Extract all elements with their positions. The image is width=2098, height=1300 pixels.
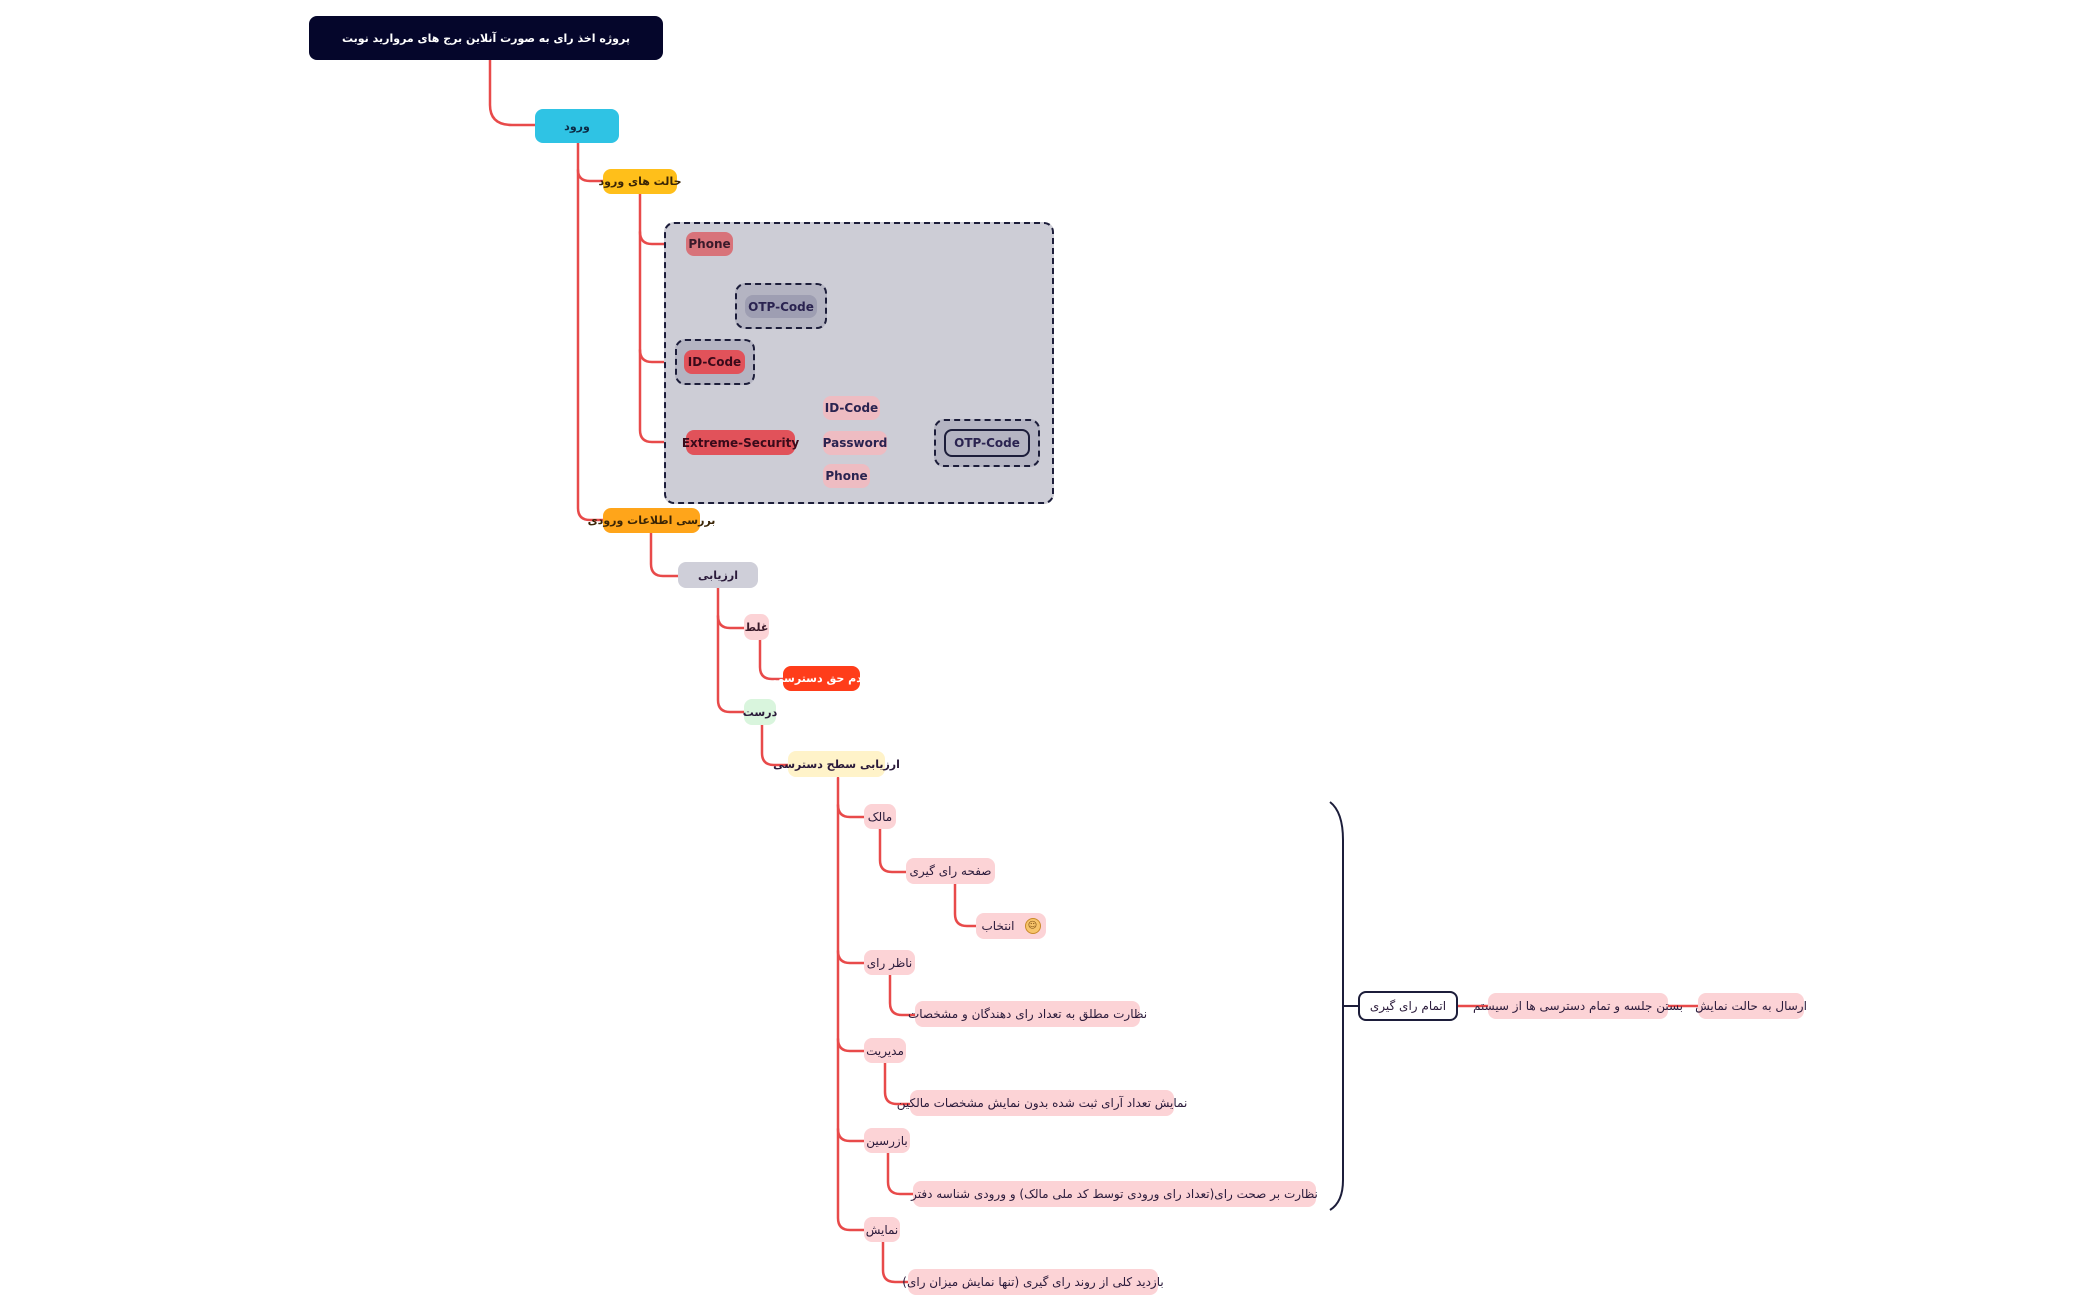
otp-code-node[interactable]: OTP-Code <box>745 295 817 318</box>
es-id-code-node[interactable]: ID-Code <box>823 396 880 420</box>
display-detail-node[interactable]: بازدید کلی از روند رای گیری (تنها نمایش … <box>902 1269 1164 1295</box>
es-otp-code-node[interactable]: OTP-Code <box>944 429 1030 457</box>
choose-node[interactable]: انتخاب ☺ <box>976 913 1046 939</box>
connector-modes-trunk <box>638 192 688 444</box>
inspector-node[interactable]: بازرسین <box>864 1128 910 1153</box>
connector-inspector-detail <box>886 1151 915 1196</box>
end-voting-node[interactable]: اتمام رای گیری <box>1358 991 1458 1021</box>
vote-page-node[interactable]: صفحه رای گیری <box>906 858 995 884</box>
es-password-node[interactable]: Password <box>823 431 887 455</box>
phone-node[interactable]: Phone <box>686 232 733 256</box>
connector-check-eval <box>649 531 680 578</box>
display-node[interactable]: نمایش <box>864 1217 900 1242</box>
connector-lines <box>488 58 1700 1284</box>
connector-idcode <box>638 348 679 364</box>
connector-eval-trunk <box>716 586 746 714</box>
connector-access-trunk <box>836 776 866 1232</box>
connector-login-modes <box>576 168 605 183</box>
check-login-info-node[interactable]: بررسی اطلاعات ورودی <box>588 508 715 533</box>
send-display-node[interactable]: ارسال به حالت نمایش <box>1695 993 1807 1019</box>
connector-observer-detail <box>888 973 917 1017</box>
close-session-node[interactable]: بستن جلسه و تمام دسترسی ها از سیستم <box>1473 993 1683 1019</box>
title-node[interactable]: پروژه اخذ رای به صورت آنلاین برج های مرو… <box>309 16 663 60</box>
connector-management-detail <box>883 1061 912 1106</box>
management-detail-node[interactable]: نمایش تعداد آرای ثبت شده بدون نمایش مشخص… <box>897 1090 1187 1116</box>
connector-owner-page <box>878 827 908 874</box>
access-eval-node[interactable]: ارزیابی سطح دسترسی <box>773 751 900 777</box>
bracket-access-levels <box>1329 801 1358 1211</box>
correct-node[interactable]: درست <box>743 699 777 725</box>
connector-owner <box>836 803 866 819</box>
login-modes-node[interactable]: حالت های ورود <box>599 169 682 194</box>
vorood-node[interactable]: ورود <box>535 109 619 143</box>
connector-correct-access <box>760 723 790 767</box>
no-access-node[interactable]: عدم حق دسترسی <box>773 666 870 691</box>
vote-observer-node[interactable]: ناظر رای <box>864 950 915 975</box>
management-node[interactable]: مدیریت <box>864 1038 906 1063</box>
connector-phone <box>638 230 688 246</box>
observer-detail-node[interactable]: نظارت مطلق به تعداد رای دهندگان و مشخصات <box>908 1001 1147 1027</box>
es-phone-node[interactable]: Phone <box>823 464 870 488</box>
inspector-detail-node[interactable]: نظارت بر صحت رای(تعداد رای ورودی توسط کد… <box>911 1181 1318 1207</box>
extreme-security-node[interactable]: Extreme-Security <box>682 430 799 455</box>
owner-node[interactable]: مالک <box>864 804 896 829</box>
choose-label: انتخاب <box>981 919 1015 933</box>
connector-observer <box>836 949 866 965</box>
connector-wrong-deny <box>758 638 785 681</box>
smiley-icon: ☺ <box>1024 918 1041 934</box>
connector-wrong <box>716 614 746 630</box>
wrong-node[interactable]: غلط <box>744 614 769 640</box>
connector-inspector <box>836 1127 866 1143</box>
connector-vorood-trunk <box>576 136 605 522</box>
connector-page-choose <box>953 882 978 928</box>
connector-display-detail <box>881 1240 910 1284</box>
connector-title-vorood <box>488 58 537 127</box>
connector-management <box>836 1037 866 1053</box>
id-code-node[interactable]: ID-Code <box>684 350 745 374</box>
evaluation-node[interactable]: ارزیابی <box>678 562 758 588</box>
